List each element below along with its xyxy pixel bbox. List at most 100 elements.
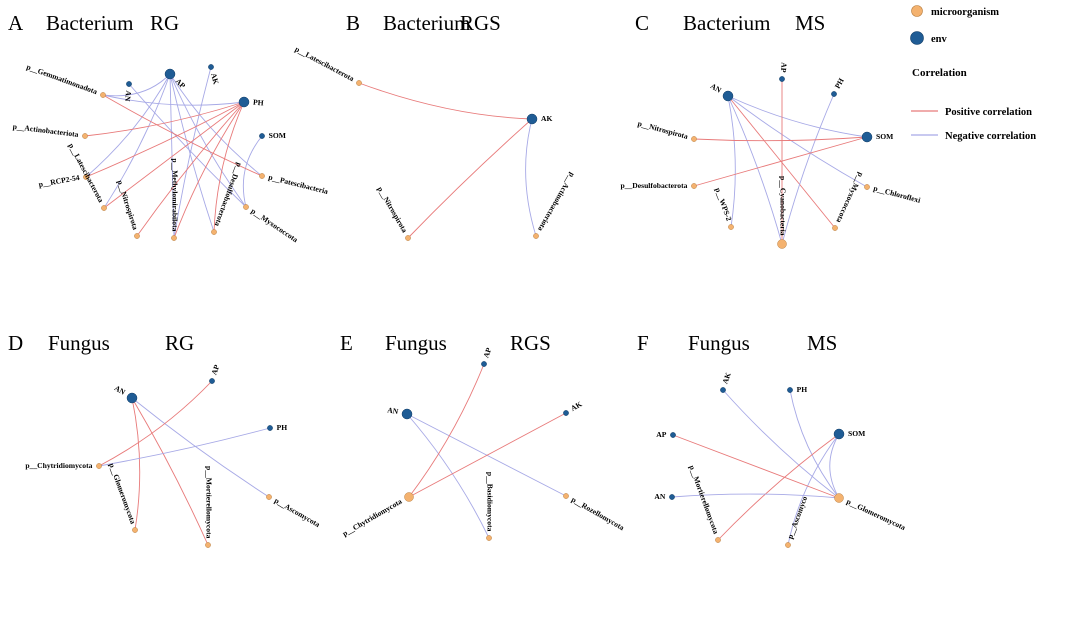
node-p-chytridiomycota-label: p__Chytridiomycota bbox=[341, 497, 404, 538]
panel-site: RGS bbox=[510, 331, 551, 355]
node-p-mortierellomycota-label: p__Mortierellomycota bbox=[687, 464, 720, 535]
node-ak-label: AK bbox=[569, 399, 583, 413]
edge-positive bbox=[131, 397, 209, 546]
edge-negative bbox=[131, 397, 270, 498]
node-p-wps-2-label: p__WPS-2 bbox=[713, 186, 733, 222]
edge-positive bbox=[407, 118, 533, 239]
edge-positive bbox=[717, 433, 840, 541]
node-an-label: AN bbox=[709, 81, 723, 95]
node-an-label: AN bbox=[654, 492, 665, 501]
edge-positive bbox=[213, 101, 245, 233]
node-p-basidiomycota-marker bbox=[486, 535, 492, 541]
node-ak-marker bbox=[563, 410, 569, 416]
edges bbox=[693, 78, 868, 245]
node-ap-marker bbox=[670, 432, 676, 438]
node-p-nitrospirota-marker bbox=[691, 136, 697, 142]
node-ph-marker bbox=[787, 387, 793, 393]
node-p-ascomyco-marker bbox=[785, 542, 791, 548]
node-p-latescibacterota-marker bbox=[356, 80, 362, 86]
edge-negative bbox=[722, 389, 840, 499]
edge-positive bbox=[85, 101, 245, 178]
edge-negative bbox=[169, 73, 263, 177]
node-ak-marker bbox=[526, 113, 538, 125]
node-an-marker bbox=[126, 81, 132, 87]
edge-positive bbox=[136, 101, 245, 237]
node-an-label: AN bbox=[123, 90, 134, 103]
edge-positive bbox=[693, 136, 868, 142]
node-ph-label: PH bbox=[277, 423, 288, 432]
node-ap-label: AP bbox=[481, 346, 493, 359]
nodes: AN AP PH SOM p__Nitrospirota p__Desulfobacter… bbox=[620, 62, 922, 249]
node-p-chloroflexi-label: p__Chloroflexi bbox=[872, 184, 921, 205]
node-p-methylomirabilota-marker bbox=[171, 235, 177, 241]
node-ak-label: AK bbox=[720, 371, 732, 385]
panel-label: B bbox=[346, 11, 360, 35]
legend: microorganism env Correlation Positive c… bbox=[910, 5, 1036, 142]
node-ak-marker bbox=[208, 64, 214, 70]
node-ap-marker bbox=[209, 378, 215, 384]
legend-positive-label: Positive correlation bbox=[945, 107, 1032, 118]
panel-label: A bbox=[8, 11, 24, 35]
edge-negative bbox=[727, 95, 783, 245]
edges bbox=[98, 380, 271, 546]
node-p-chloroflexi-marker bbox=[864, 184, 870, 190]
panel-label: D bbox=[8, 331, 23, 355]
edge-negative bbox=[727, 95, 868, 188]
legend-env-label: env bbox=[931, 34, 948, 45]
edge-positive bbox=[358, 82, 533, 120]
panel-group: Fungus bbox=[48, 331, 110, 355]
node-p-gemmatimonadota-label: p__Gemmatimonadota bbox=[25, 62, 98, 96]
node-ak-label: AK bbox=[541, 114, 552, 123]
edge-negative bbox=[525, 118, 537, 237]
node-ap-label: AP bbox=[779, 62, 789, 73]
panel-group: Bacterium bbox=[46, 11, 133, 35]
node-p-nitrospirota-marker bbox=[134, 233, 140, 239]
edge-negative bbox=[102, 94, 245, 106]
panel-group: Fungus bbox=[688, 331, 750, 355]
edge-negative bbox=[98, 427, 271, 467]
legend-env-marker bbox=[910, 31, 924, 45]
edge-negative bbox=[102, 73, 171, 97]
node-an-marker bbox=[401, 408, 413, 420]
node-p-desulfobacterota-label: p__Desulfobacterota bbox=[620, 181, 687, 190]
node-som-label: SOM bbox=[876, 132, 893, 141]
edge-positive bbox=[131, 397, 141, 531]
node-ap-label: AP bbox=[174, 77, 188, 91]
edge-negative bbox=[671, 493, 840, 499]
node-p-myxococcota-label: p__Myxococcota bbox=[249, 206, 299, 244]
node-p-nitrospirota-label: p__Nitrospirota bbox=[637, 119, 689, 141]
node-som-label: SOM bbox=[848, 429, 865, 438]
node-p-patescibacteria-marker bbox=[259, 173, 265, 179]
node-p-ascomyco-label: p__Ascomyco bbox=[785, 495, 809, 540]
node-ph-label: PH bbox=[833, 76, 846, 90]
node-som-marker bbox=[861, 131, 873, 143]
node-ph-marker bbox=[267, 425, 273, 431]
node-p-rozellomycota-label: p__Rozellomycota bbox=[570, 495, 626, 533]
edge-negative bbox=[829, 433, 840, 499]
edges bbox=[671, 389, 840, 546]
edges bbox=[406, 363, 567, 539]
node-p-mortierellomycota-marker bbox=[205, 542, 211, 548]
node-p-latescibacterota-label: p__Latescibacterota bbox=[67, 142, 106, 204]
node-p-latescibacterota-label: p__Latescibacterota bbox=[293, 44, 355, 83]
node-som-marker bbox=[833, 428, 845, 440]
panel-label: F bbox=[637, 331, 649, 355]
node-p-nitrospirota-label: p__Nitrospirota bbox=[115, 179, 140, 231]
edge-negative bbox=[173, 66, 212, 239]
panel-site: RGS bbox=[460, 11, 501, 35]
edge-negative bbox=[789, 389, 840, 499]
node-p-chytridiomycota-marker bbox=[96, 463, 102, 469]
edge-negative bbox=[103, 73, 171, 209]
edge-positive bbox=[408, 412, 567, 498]
panel-label: E bbox=[340, 331, 353, 355]
node-ap-label: AP bbox=[656, 430, 666, 439]
node-p-basidiomycota-label: p__Basidiomycota bbox=[485, 472, 494, 532]
edge-positive bbox=[672, 434, 840, 499]
node-p-patescibacteria-label: p__Patescibacteria bbox=[267, 173, 329, 197]
